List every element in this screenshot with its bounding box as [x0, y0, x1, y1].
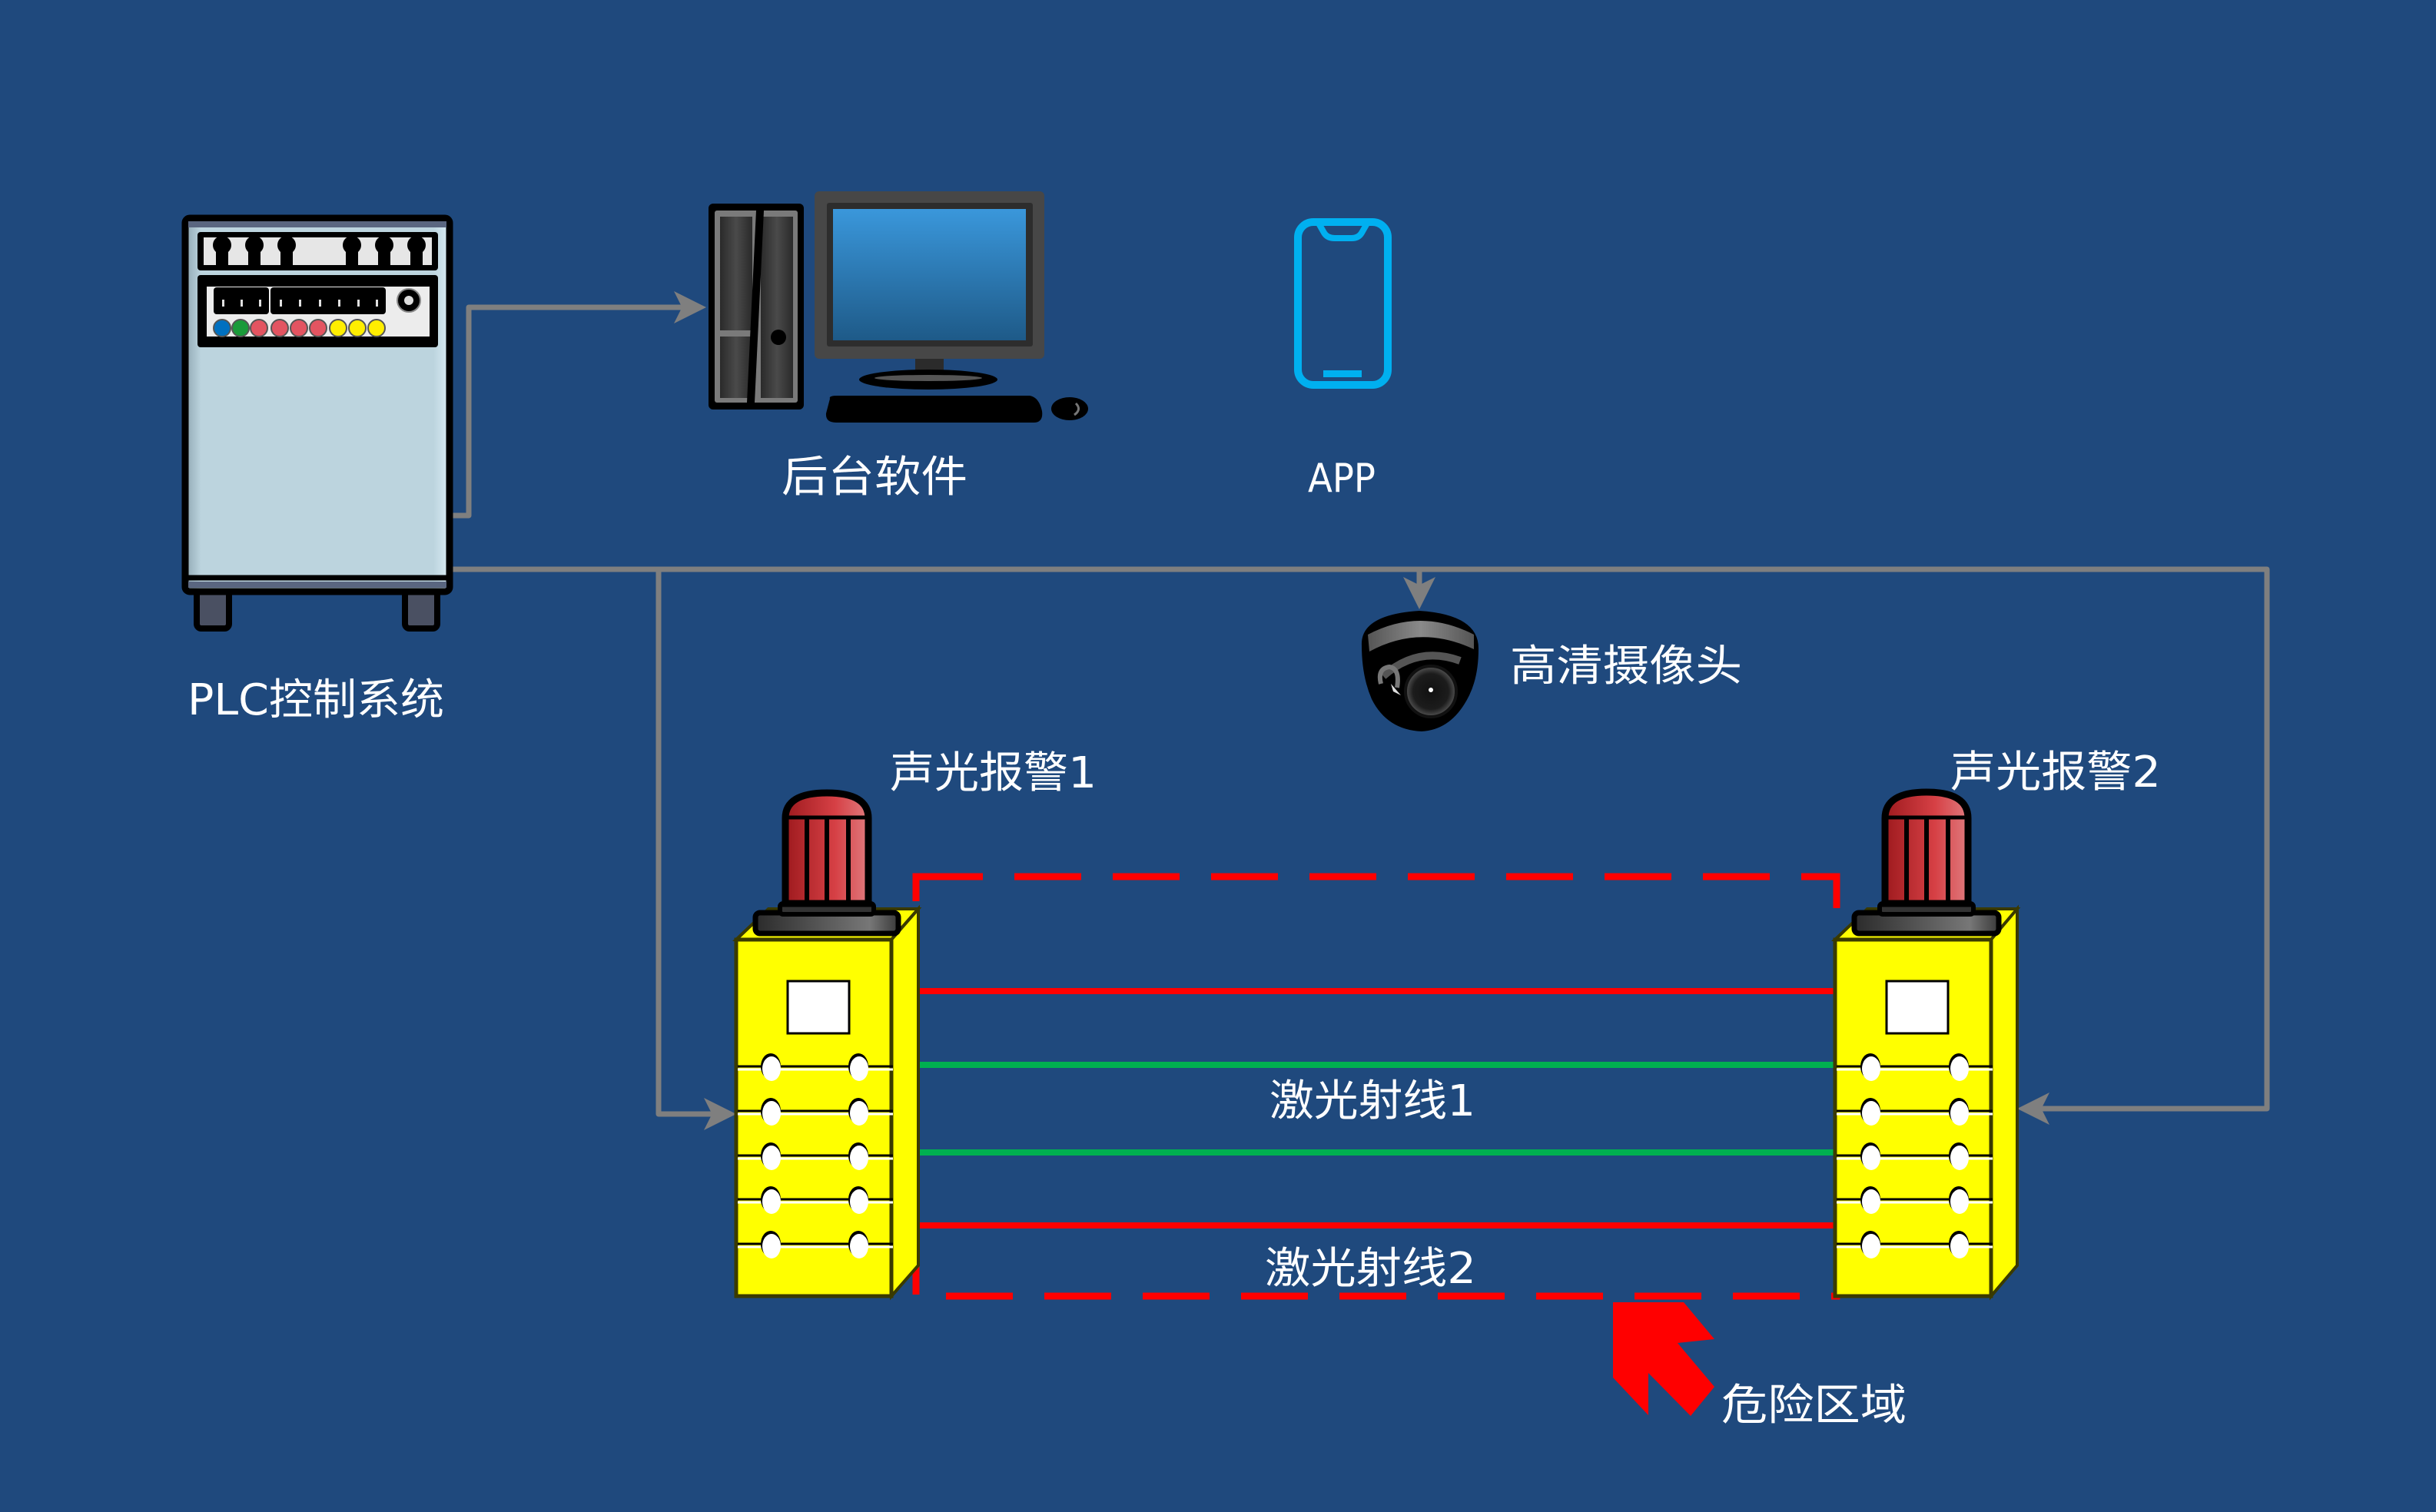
sensor-row: [738, 1142, 893, 1170]
sensor-row: [738, 1186, 893, 1214]
sensor-dot: [850, 1189, 868, 1214]
sensor-dot: [1862, 1146, 1880, 1170]
plc-label: PLC控制系统: [188, 675, 444, 725]
sensor-row: [738, 1231, 893, 1258]
desktop-computer-icon[interactable]: [709, 191, 1088, 423]
backend-label: 后台软件: [782, 453, 967, 502]
plc-cabinet-icon[interactable]: [181, 214, 453, 632]
camera-label: 高清摄像头: [1510, 642, 1742, 691]
sensor-row: [1837, 1186, 1993, 1214]
sensor-dot: [1950, 1234, 1969, 1258]
laser1-label: 激光射线1: [1269, 1076, 1475, 1126]
laser-detector-1[interactable]: [732, 904, 922, 1301]
danger-zone-label: 危险区域: [1721, 1381, 1907, 1431]
app-label: APP: [1308, 456, 1376, 502]
sensor-dot: [762, 1101, 781, 1126]
sensor-dot: [850, 1146, 868, 1170]
sensor-dot: [1950, 1189, 1969, 1214]
laser2-label: 激光射线2: [1265, 1244, 1476, 1294]
detector-2-sensor-rows: [1837, 1053, 1993, 1258]
alarm1-label: 声光报警1: [890, 748, 1097, 798]
laser-beams: [916, 988, 1837, 1228]
sensor-dot: [762, 1189, 781, 1214]
sensor-dot: [1950, 1056, 1969, 1081]
alarm2-label: 声光报警2: [1950, 748, 2161, 797]
connector-to-alarm1: [655, 569, 736, 1130]
sensor-row: [1837, 1098, 1993, 1126]
sensor-dot: [1862, 1189, 1880, 1214]
sensor-dot: [850, 1234, 868, 1258]
dome-camera-icon[interactable]: [1361, 611, 1479, 731]
sensor-dot: [762, 1234, 781, 1258]
sensor-dot: [1862, 1234, 1880, 1258]
connector-plc-to-backend: [453, 291, 706, 519]
connectors: [453, 291, 2270, 1130]
smartphone-icon[interactable]: [1294, 218, 1392, 389]
laser-detector-2[interactable]: [1831, 904, 2021, 1301]
detector-1-sensor-rows: [738, 1053, 893, 1258]
warning-beacon-icon[interactable]: [752, 789, 901, 937]
sensor-row: [1837, 1053, 1993, 1081]
sensor-row: [738, 1053, 893, 1081]
arrow-up-left-icon: [1613, 1302, 1714, 1416]
sensor-dot: [762, 1146, 781, 1170]
sensor-dot: [1950, 1146, 1969, 1170]
sensor-row: [1837, 1231, 1993, 1258]
sensor-dot: [850, 1056, 868, 1081]
sensor-row: [1837, 1142, 1993, 1170]
sensor-dot: [762, 1056, 781, 1081]
sensor-row: [738, 1098, 893, 1126]
sensor-dot: [1950, 1101, 1969, 1126]
connector-plc-bus: [453, 566, 2270, 1125]
sensor-dot: [1862, 1056, 1880, 1081]
sensor-dot: [850, 1101, 868, 1126]
warning-beacon-icon[interactable]: [1851, 788, 2002, 937]
sensor-dot: [1862, 1101, 1880, 1126]
